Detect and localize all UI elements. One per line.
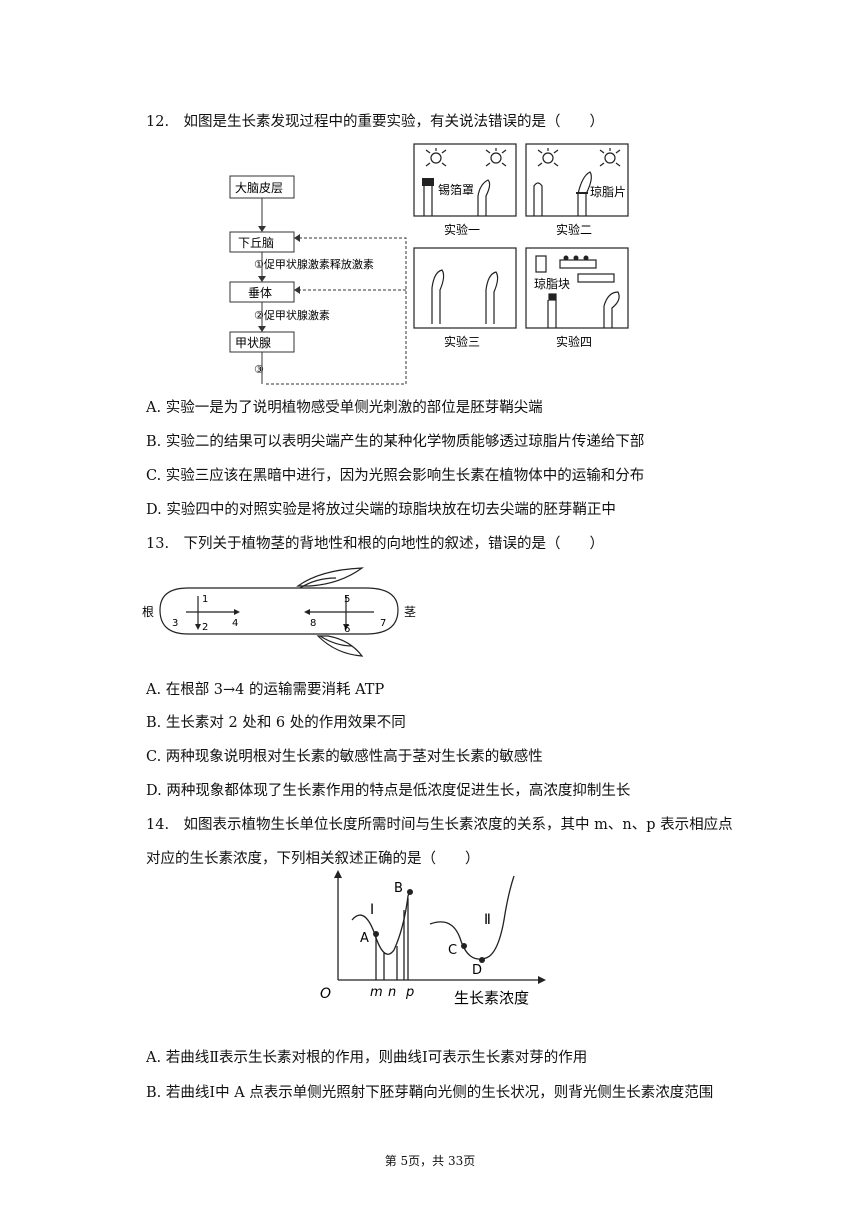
q12-option-d[interactable]: D. 实验四中的对照实验是将放过尖端的琼脂块放在切去尖端的胚芽鞘正中 [146, 502, 616, 518]
q14-option-b[interactable]: B. 若曲线Ⅰ中 A 点表示单侧光照射下胚芽鞘向光侧的生长状况，则背光侧生长素浓… [146, 1085, 714, 1101]
question-12-stem: 12. 如图是生长素发现过程中的重要实验，有关说法错误的是（ ） [146, 114, 605, 130]
fig13-n1: 1 [202, 594, 208, 605]
fig13-n4: 4 [232, 618, 238, 629]
fig13-n3: 3 [172, 618, 178, 629]
q13-option-d[interactable]: D. 两种现象都体现了生长素作用的特点是低浓度促进生长，高浓度抑制生长 [146, 783, 631, 799]
fig13-n8: 8 [310, 618, 316, 629]
sun-icon [604, 152, 616, 164]
flow-box-thyroid: 甲状腺 [235, 336, 271, 350]
fig13-n2: 2 [202, 622, 208, 633]
flow-box-cortex: 大脑皮层 [235, 181, 283, 195]
question-13-stem: 13. 下列关于植物茎的背地性和根的向地性的叙述，错误的是（ ） [146, 536, 605, 552]
exp1-tin-cap-label: 锡箔罩 [438, 182, 474, 197]
exp2-agar-sheet-label: 琼脂片 [590, 184, 626, 199]
q12-option-a[interactable]: A. 实验一是为了说明植物感受单侧光刺激的部位是胚芽鞘尖端 [146, 400, 543, 416]
graph-curve-1: Ⅰ [370, 902, 374, 918]
graph-curve-2: Ⅱ [484, 912, 491, 928]
exp1-label: 实验一 [444, 222, 480, 237]
question-14-stem-line2: 对应的生长素浓度，下列相关叙述正确的是（ ） [146, 851, 480, 867]
exp4-label: 实验四 [556, 334, 592, 349]
root-label: 根 [142, 605, 154, 619]
q14-option-a[interactable]: A. 若曲线Ⅱ表示生长素对根的作用，则曲线Ⅰ可表示生长素对芽的作用 [146, 1050, 588, 1066]
sun-icon [542, 152, 554, 164]
page-footer: 第 5页，共 33页 [384, 1154, 476, 1168]
graph-point-a: A [360, 931, 369, 946]
flow-box-pituitary: 垂体 [248, 286, 272, 300]
root-stem-auxin-figure: 根 茎 1 2 3 4 5 6 7 8 [142, 567, 416, 657]
fig13-n5: 5 [344, 594, 350, 605]
sun-icon [430, 152, 442, 164]
graph-tick-p: p [405, 985, 414, 1000]
stem-label: 茎 [404, 605, 416, 619]
q13-option-a[interactable]: A. 在根部 3→4 的运输需要消耗 ATP [146, 682, 385, 698]
auxin-experiments-figure: 锡箔罩 实验一 琼脂片 实验二 实验三 琼脂块 实验四 [413, 143, 629, 349]
graph-xlabel: 生长素浓度 [454, 989, 529, 1007]
fig13-n6: 6 [344, 624, 350, 635]
q12-option-c[interactable]: C. 实验三应该在黑暗中进行，因为光照会影响生长素在植物体中的运输和分布 [146, 468, 645, 484]
flow-box-hypothalamus: 下丘脑 [238, 236, 274, 250]
q12-option-b[interactable]: B. 实验二的结果可以表明尖端产生的某种化学物质能够透过琼脂片传递给下部 [146, 434, 645, 450]
fig13-n7: 7 [380, 618, 386, 629]
exp4-agar-block-label: 琼脂块 [534, 276, 570, 291]
graph-point-d: D [472, 963, 482, 978]
flow-step-1: ①促甲状腺激素释放激素 [254, 257, 374, 271]
graph-point-b: B [394, 881, 403, 896]
question-14-stem-line1: 14. 如图表示植物生长单位长度所需时间与生长素浓度的关系，其中 m、n、p 表… [146, 817, 733, 833]
flow-step-3: ③ [254, 363, 264, 376]
sun-icon [490, 152, 502, 164]
exp3-label: 实验三 [444, 334, 480, 349]
exp2-label: 实验二 [556, 222, 592, 237]
graph-tick-m: m [370, 985, 383, 1000]
hormone-flowchart: 大脑皮层 下丘脑 垂体 甲状腺 ①促甲状腺激素释放激素 ②促甲状腺激素 ③ [229, 175, 407, 385]
auxin-time-graph: O Ⅰ Ⅱ A B C D m n p 生长素浓度 [320, 870, 546, 1007]
flow-step-2: ②促甲状腺激素 [254, 308, 330, 322]
q13-option-b[interactable]: B. 生长素对 2 处和 6 处的作用效果不同 [146, 715, 406, 731]
graph-tick-n: n [388, 985, 396, 1000]
graph-point-c: C [448, 943, 457, 958]
q13-option-c[interactable]: C. 两种现象说明根对生长素的敏感性高于茎对生长素的敏感性 [146, 749, 543, 765]
graph-origin: O [320, 986, 331, 1002]
